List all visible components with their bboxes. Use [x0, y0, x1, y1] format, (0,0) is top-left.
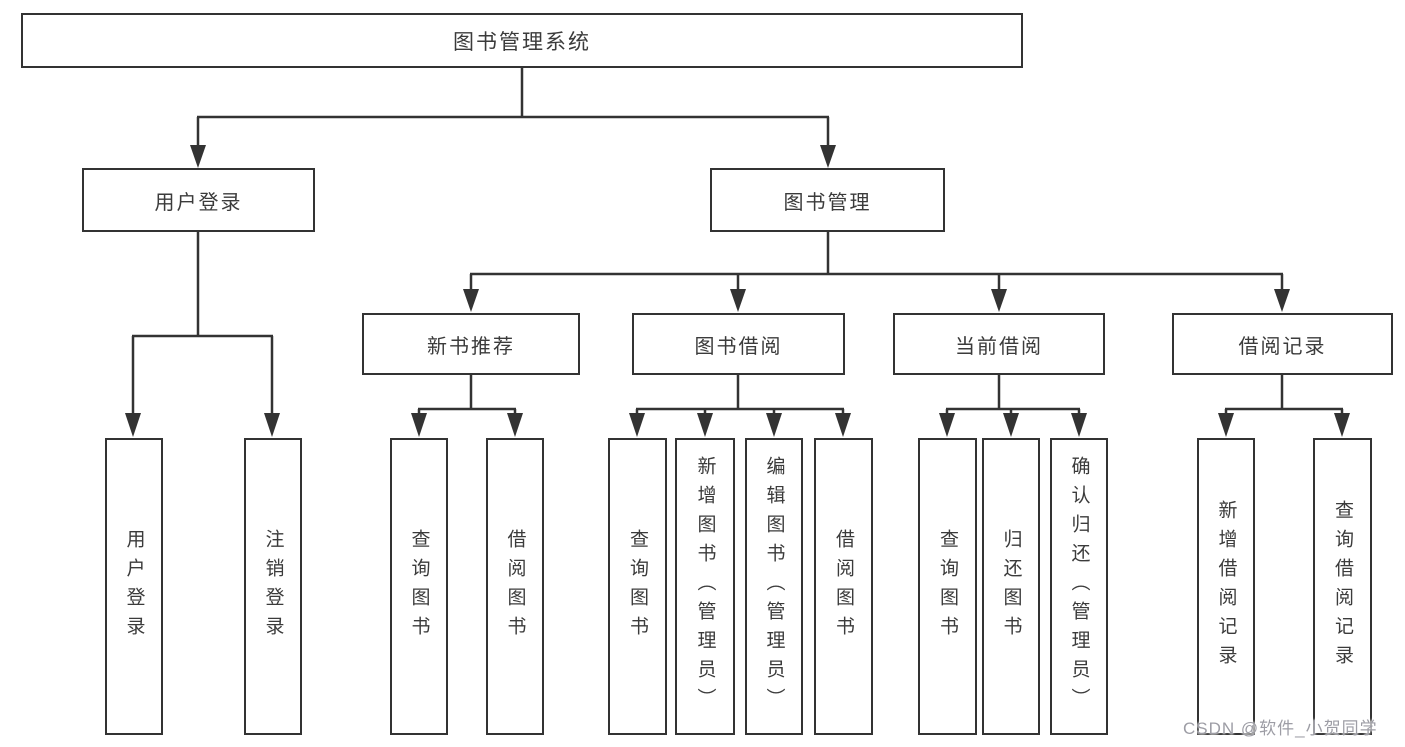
leaf-label: 确认归还（管理员）: [1068, 456, 1090, 717]
leaf-edit-books-admin: 编辑图书（管理员）: [745, 438, 803, 735]
leaf-label: 借阅图书: [833, 528, 854, 645]
node-user-login: 用户登录: [82, 168, 315, 232]
leaf-return-books: 归还图书: [982, 438, 1040, 735]
node-label: 借阅记录: [1238, 335, 1327, 358]
leaf-label: 用户登录: [123, 528, 145, 645]
node-book-borrowing: 图书借阅: [632, 313, 845, 375]
leaf-label: 查询借阅记录: [1332, 499, 1353, 674]
leaf-borrow-books-recommendation: 借阅图书: [486, 438, 544, 735]
node-label: 用户登录: [154, 191, 243, 214]
node-label: 图书管理: [783, 191, 872, 214]
leaf-label: 注销登录: [262, 528, 284, 645]
leaf-label: 借阅图书: [504, 528, 526, 645]
leaf-query-books-current: 查询图书: [918, 438, 977, 735]
csdn-watermark: CSDN @软件_小贺同学: [1183, 719, 1378, 738]
leaf-label: 查询图书: [937, 528, 958, 645]
leaf-label: 查询图书: [627, 528, 648, 645]
leaf-add-borrow-record: 新增借阅记录: [1197, 438, 1255, 735]
leaf-label: 新增图书（管理员）: [694, 456, 716, 717]
node-new-book-recommendation: 新书推荐: [362, 313, 580, 375]
leaf-query-books-borrowing: 查询图书: [608, 438, 667, 735]
leaf-label: 查询图书: [408, 528, 430, 645]
node-label: 图书管理系统: [453, 30, 591, 54]
node-label: 图书借阅: [694, 335, 783, 358]
leaf-logout: 注销登录: [244, 438, 302, 735]
leaf-query-borrow-record: 查询借阅记录: [1313, 438, 1372, 735]
node-current-borrowing: 当前借阅: [893, 313, 1105, 375]
node-book-management: 图书管理: [710, 168, 945, 232]
node-borrowing-records: 借阅记录: [1172, 313, 1393, 375]
leaf-query-books-recommendation: 查询图书: [390, 438, 448, 735]
leaf-label: 归还图书: [1000, 528, 1022, 645]
leaf-user-login: 用户登录: [105, 438, 163, 735]
leaf-add-books-admin: 新增图书（管理员）: [675, 438, 735, 735]
node-book-management-system: 图书管理系统: [21, 13, 1023, 68]
node-label: 新书推荐: [427, 335, 515, 358]
leaf-borrow-books-borrowing: 借阅图书: [814, 438, 873, 735]
leaf-confirm-return-admin: 确认归还（管理员）: [1050, 438, 1108, 735]
node-label: 当前借阅: [955, 335, 1043, 358]
leaf-label: 编辑图书（管理员）: [763, 456, 785, 717]
leaf-label: 新增借阅记录: [1215, 499, 1237, 674]
arrowheads: [125, 145, 1350, 437]
